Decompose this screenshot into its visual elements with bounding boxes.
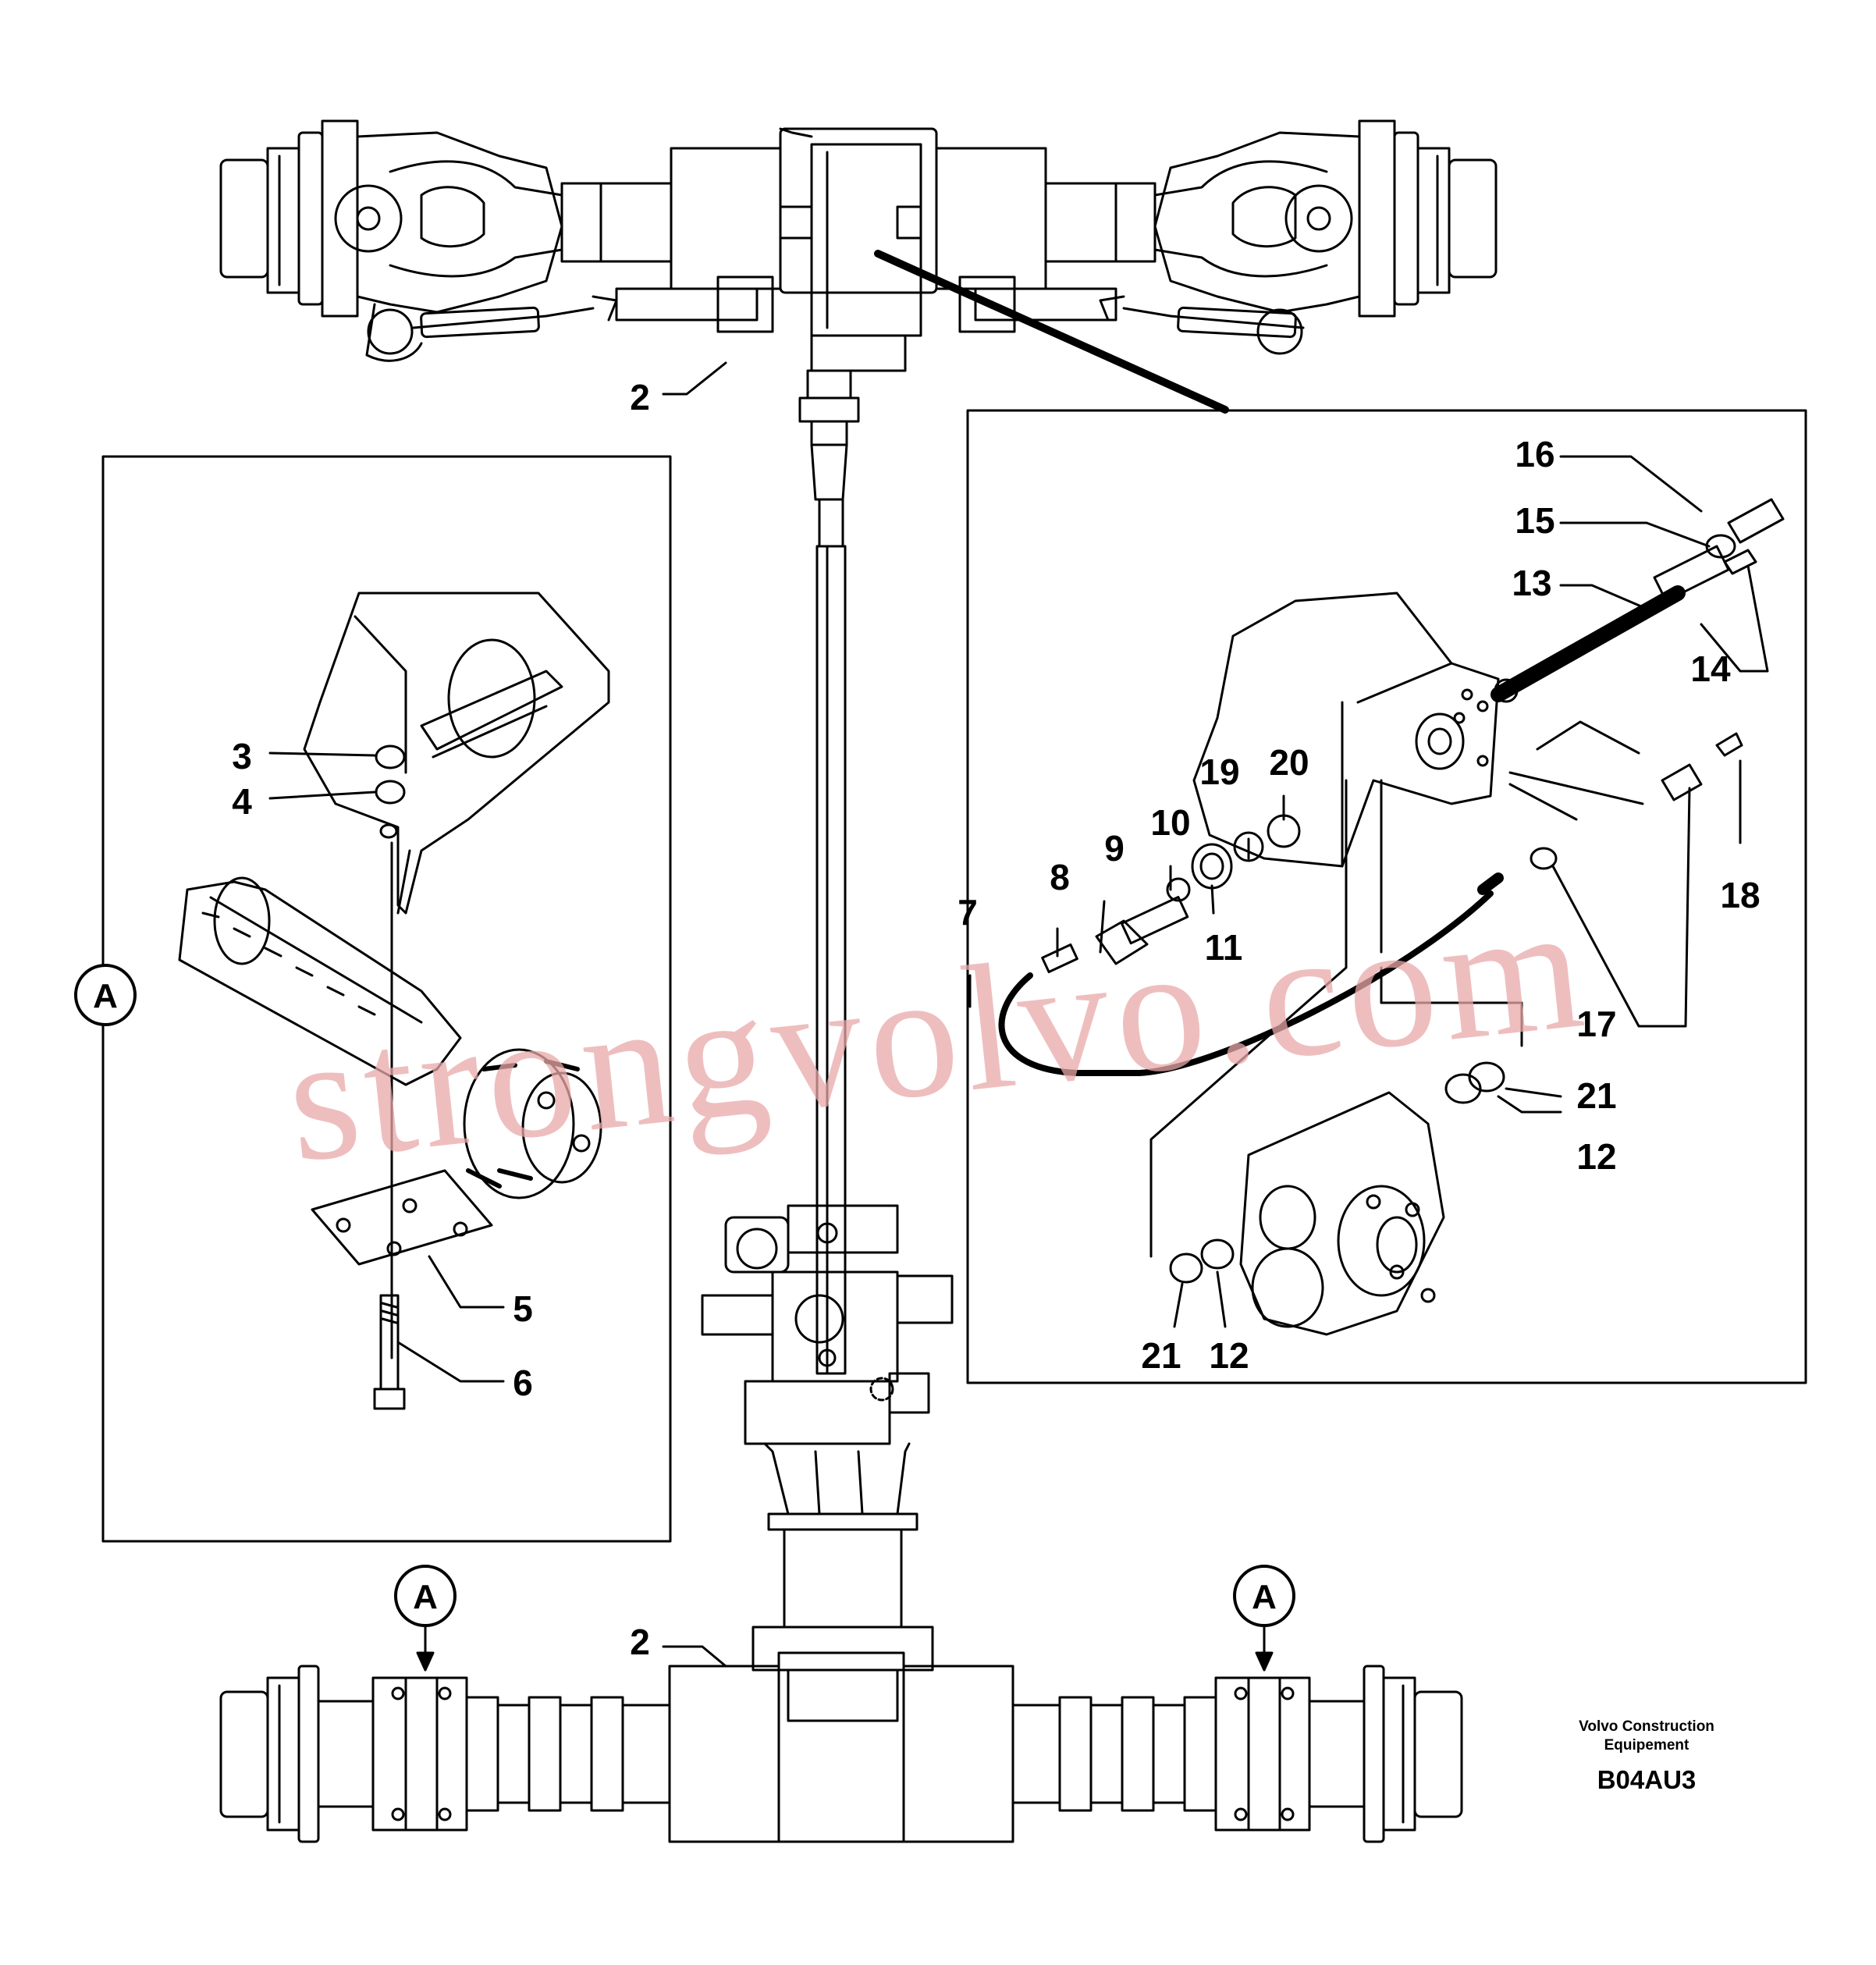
label-6: 6 <box>513 1363 533 1403</box>
label-12-right: 12 <box>1576 1136 1616 1177</box>
washer-21-right <box>1468 1061 1505 1093</box>
bolt-16-drawing <box>1727 498 1785 544</box>
drive-shaft-drawing <box>798 369 860 1375</box>
detail-marker-a-left <box>74 964 137 1026</box>
label-14: 14 <box>1690 648 1731 689</box>
fitting-18-drawing <box>1715 732 1743 757</box>
brand-line-1: Volvo Construction <box>1579 1718 1714 1735</box>
washer-19 <box>1233 831 1264 862</box>
marker-a-bottom-left-text: A <box>413 1578 438 1616</box>
label-9: 9 <box>1104 828 1125 869</box>
mounting-bracket-drawing <box>303 592 610 915</box>
differential-housing-drawing <box>1192 592 1500 868</box>
plate-drawing <box>311 1169 493 1266</box>
drawing-code: B04AU3 <box>1597 1765 1697 1794</box>
label-7: 7 <box>958 892 978 933</box>
washer-21-left <box>1169 1253 1203 1284</box>
label-16: 16 <box>1515 434 1554 474</box>
label-18: 18 <box>1720 875 1760 915</box>
rear-axle-drawing <box>219 1622 1463 1843</box>
label-13: 13 <box>1512 563 1551 603</box>
marker-a-bottom-right-text: A <box>1252 1578 1277 1616</box>
label-21-left: 21 <box>1141 1335 1181 1376</box>
washer-12-right <box>1444 1073 1482 1104</box>
brand-line-2: Equipement <box>1604 1737 1689 1754</box>
label-3: 3 <box>232 736 252 776</box>
hose-7-drawing <box>998 890 1494 1076</box>
label-2-bottom: 2 <box>630 1622 650 1662</box>
label-5: 5 <box>513 1288 533 1329</box>
detail-marker-a-bottom-left <box>394 1565 457 1627</box>
label-8: 8 <box>1050 857 1070 897</box>
shaft-13-drawing <box>1490 585 1686 702</box>
axle-shaft-drawing <box>178 876 602 1199</box>
label-20: 20 <box>1269 742 1309 783</box>
bolt-drawing <box>373 1294 406 1410</box>
label-4: 4 <box>232 781 252 822</box>
label-15: 15 <box>1515 500 1554 541</box>
label-11: 11 <box>1205 927 1243 968</box>
washer-12-left <box>1200 1238 1235 1270</box>
bolt-17-drawing <box>1661 763 1703 801</box>
pivot-joint-drawing <box>701 1204 954 1722</box>
label-19: 19 <box>1199 752 1239 792</box>
label-10: 10 <box>1150 802 1190 843</box>
label-21-right: 21 <box>1576 1075 1616 1116</box>
label-2-top: 2 <box>630 377 650 418</box>
bolt-9-drawing <box>1095 919 1149 965</box>
detail-marker-a-bottom-right <box>1233 1565 1295 1627</box>
nut-17 <box>1530 847 1558 870</box>
washer-10 <box>1166 877 1191 902</box>
marker-a-left-text: A <box>93 977 118 1015</box>
label-17: 17 <box>1576 1004 1616 1044</box>
fitting-14-drawing <box>1723 549 1757 575</box>
lower-housing-drawing <box>1239 1091 1445 1336</box>
label-12-left: 12 <box>1209 1335 1249 1376</box>
front-axle-drawing <box>219 119 1498 414</box>
detail-box-right <box>966 409 1807 1384</box>
watermark: strongvolvo.com <box>279 865 1597 1199</box>
seal-11 <box>1191 843 1233 890</box>
